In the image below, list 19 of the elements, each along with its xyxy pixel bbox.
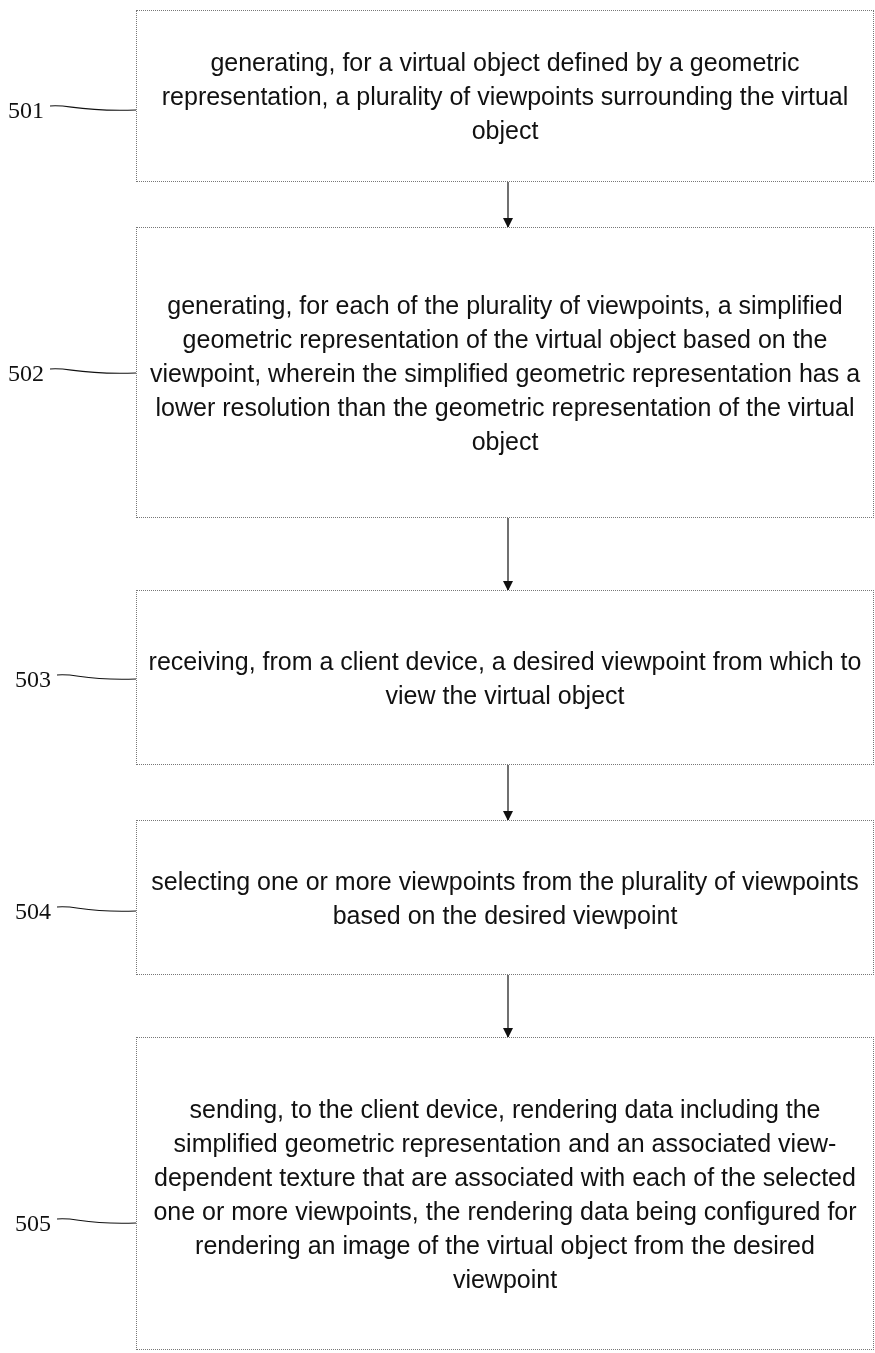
step-number: 503	[15, 666, 51, 692]
arrow	[503, 181, 513, 228]
step-number: 505	[15, 1210, 51, 1236]
arrow	[503, 974, 513, 1038]
leader-line	[49, 368, 137, 374]
process-box: generating, for each of the plurality of viewpoints, a simplified geometric representation of the virtual object based on the viewpoint, wherein the simplified geometric representation has a lower resolution than the geometric representation of the virtual object	[136, 227, 874, 518]
process-box: receiving, from a client device, a desired viewpoint from which to view the virtual object	[136, 590, 874, 765]
step-number: 501	[8, 97, 44, 123]
leader-line	[56, 1218, 137, 1224]
process-box: selecting one or more viewpoints from the plurality of viewpoints based on the desired viewpoint	[136, 820, 874, 975]
step-number: 504	[15, 898, 51, 924]
leader-line	[56, 906, 137, 912]
process-box: sending, to the client device, rendering data including the simplified geometric representation and an associated view-dependent texture that are associated with each of the selected one or more viewpoints, the rendering data being configured for rendering an image of the virtual object from the desired viewpoint	[136, 1037, 874, 1350]
arrow	[503, 764, 513, 821]
step-number: 502	[8, 360, 44, 386]
arrow	[503, 517, 513, 591]
leader-line	[49, 105, 137, 111]
process-box: generating, for a virtual object defined by a geometric representation, a plurality of viewpoints surrounding the virtual object	[136, 10, 874, 182]
leader-line	[56, 674, 137, 680]
